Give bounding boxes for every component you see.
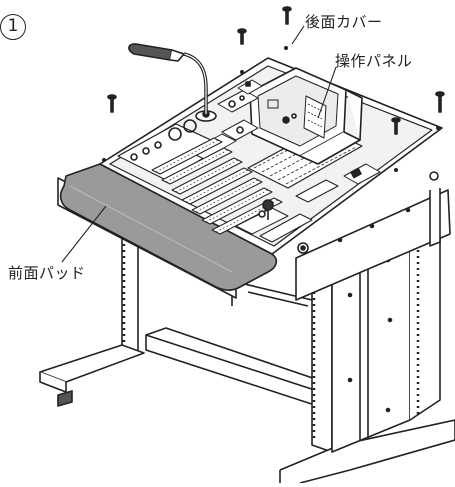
desk-stand xyxy=(39,222,455,484)
screw-icon xyxy=(391,117,401,135)
screw-icons xyxy=(107,6,445,135)
callout-leaders xyxy=(61,25,337,263)
screw-icon xyxy=(282,6,292,25)
step-number-badge: 1 xyxy=(0,14,26,40)
label-operation-panel: 操作パネル xyxy=(335,52,413,70)
microphone-icon xyxy=(128,43,208,114)
screw-icon xyxy=(435,91,445,113)
screw-icon xyxy=(237,28,247,45)
screw-icon xyxy=(107,94,117,113)
operation-panel xyxy=(99,57,443,255)
label-rear-cover: 後面カバー xyxy=(305,13,383,31)
label-front-pad: 前面パッド xyxy=(8,264,86,282)
front-pad xyxy=(59,163,278,291)
